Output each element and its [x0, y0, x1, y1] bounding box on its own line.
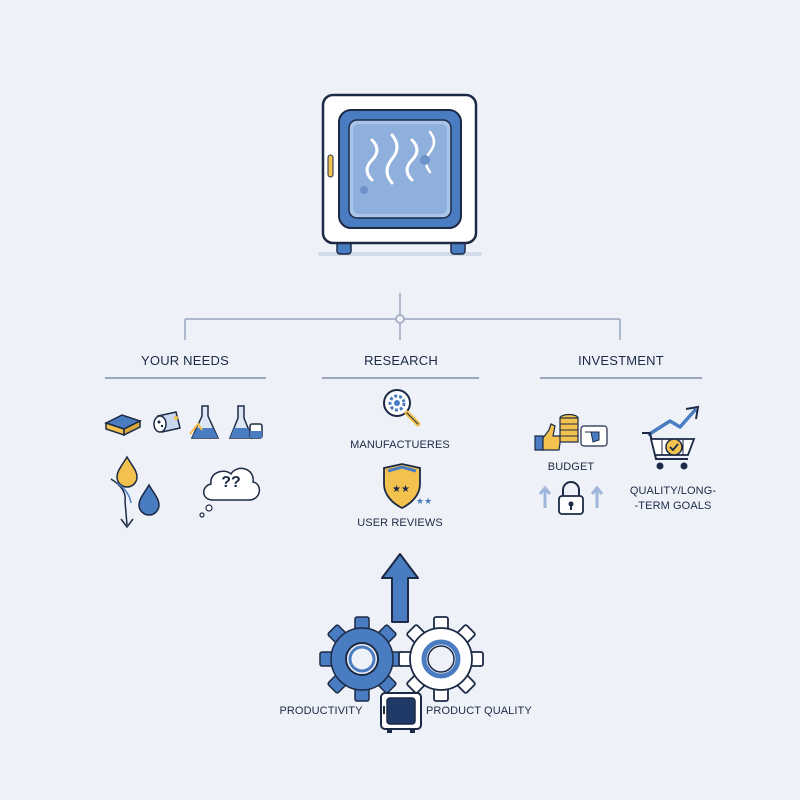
question-marks: ??	[221, 474, 241, 491]
product-quality-label: PRODUCT QUALITY	[426, 705, 532, 717]
coins-thumbs-icon	[534, 413, 608, 451]
budget-label: BUDGET	[547, 461, 595, 473]
star-shield-icon: ★★ ★★	[383, 463, 432, 510]
materials-stack-icon	[104, 414, 142, 437]
quality-goals-line2: -TERM GOALS	[634, 500, 712, 512]
your-needs-underline	[105, 377, 266, 379]
small-oven-icon	[380, 692, 422, 733]
oven-illustration	[318, 93, 482, 256]
research-heading: RESEARCH	[364, 353, 438, 368]
research-underline	[322, 377, 479, 379]
flask-icon	[189, 405, 220, 439]
quality-goals-label: QUALITY/LONG- -TERM GOALS	[618, 484, 728, 514]
magnifier-gear-icon	[383, 389, 421, 427]
blue-gear-icon	[319, 616, 405, 702]
padlock-icon	[538, 481, 604, 515]
quality-goals-line1: QUALITY/LONG-	[629, 485, 717, 497]
white-gear-icon	[398, 616, 484, 702]
productivity-label: PRODUCTIVITY	[279, 705, 363, 717]
user-reviews-label: USER REVIEWS	[357, 517, 443, 529]
water-drop-icon	[110, 455, 160, 529]
manufacturers-label: MANUFACTUERES	[350, 439, 450, 451]
investment-underline	[540, 377, 702, 379]
beaker-icon	[228, 405, 263, 439]
question-cloud-icon: ??	[195, 460, 265, 520]
connector-tree	[184, 293, 621, 340]
svg-text:★★: ★★	[416, 497, 432, 507]
investment-heading: INVESTMENT	[578, 353, 664, 368]
cylinder-sample-icon	[153, 411, 181, 433]
cart-growth-icon	[642, 405, 700, 470]
up-arrow-icon	[381, 553, 419, 623]
your-needs-heading: YOUR NEEDS	[141, 353, 229, 368]
svg-text:★★: ★★	[392, 484, 410, 495]
